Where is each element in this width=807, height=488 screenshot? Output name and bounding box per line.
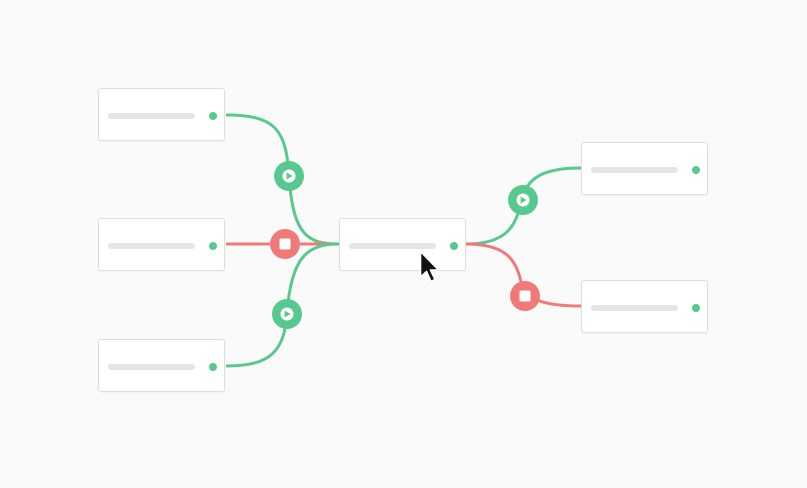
pointer-cursor-icon: [419, 250, 440, 283]
output-port-dot[interactable]: [209, 242, 217, 250]
play-button-input-bottom[interactable]: [272, 299, 302, 329]
output-port-dot[interactable]: [692, 304, 700, 312]
node-hub[interactable]: [339, 218, 466, 271]
node-label-placeholder: [108, 113, 195, 119]
stop-icon: [279, 238, 291, 250]
node-input-bottom[interactable]: [98, 339, 225, 392]
node-label-placeholder: [108, 364, 195, 370]
output-port-dot[interactable]: [209, 112, 217, 120]
play-button-output-top[interactable]: [508, 185, 538, 215]
output-port-dot[interactable]: [209, 363, 217, 371]
stop-button-input-middle[interactable]: [270, 229, 300, 259]
node-label-placeholder: [591, 167, 678, 173]
node-input-top[interactable]: [98, 88, 225, 141]
output-port-dot[interactable]: [450, 242, 458, 250]
play-button-input-top[interactable]: [274, 161, 304, 191]
node-label-placeholder: [591, 305, 678, 311]
node-output-top[interactable]: [581, 142, 708, 195]
node-label-placeholder: [349, 243, 436, 249]
node-output-bottom[interactable]: [581, 280, 708, 333]
node-input-middle[interactable]: [98, 218, 225, 271]
stop-icon: [519, 290, 531, 302]
output-port-dot[interactable]: [692, 166, 700, 174]
stop-button-output-bottom[interactable]: [510, 281, 540, 311]
node-label-placeholder: [108, 243, 195, 249]
